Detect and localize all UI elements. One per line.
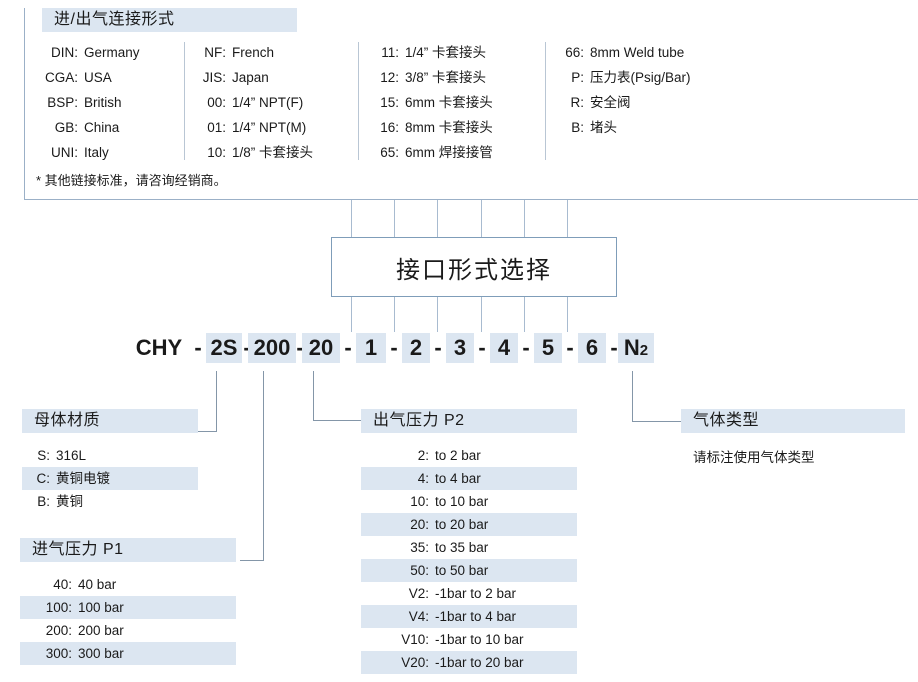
code-segment-2: 2: [402, 333, 430, 363]
code-segment-3: 3: [446, 333, 474, 363]
list-item: 35: to 35 bar: [410, 540, 489, 555]
outlet-pressure-block: 出气压力 P2 2: to 2 bar 4: to 4 bar 10: to 1…: [361, 409, 577, 674]
code-segment-material: 2S: [206, 333, 242, 363]
tick-bottom-5: [524, 297, 525, 332]
list-item: V20: -1bar to 20 bar: [361, 651, 577, 674]
connection-type-note: * 其他链接标准，请咨询经销商。: [36, 173, 227, 188]
tick-top-3: [437, 200, 438, 237]
body-material-block: 母体材质 S: 316L C: 黄铜电镀 B: 黄铜: [22, 409, 198, 513]
list-item: S: 316L: [37, 448, 87, 463]
inlet-pressure-block: 进气压力 P1 40: 40 bar 100: 100 bar 200: 200…: [20, 538, 236, 665]
list-item: 2: to 2 bar: [417, 448, 481, 463]
code-dash-8: -: [522, 335, 530, 360]
list-item: 10: to 10 bar: [410, 494, 489, 509]
code-segment-1: 1: [356, 333, 386, 363]
list-item: 40: 40 bar: [53, 577, 117, 592]
code-segment-4: 4: [490, 333, 518, 363]
list-item: 16: 8mm 卡套接头: [380, 120, 493, 135]
list-item: 20: to 20 bar: [361, 513, 577, 536]
list-item: V10: -1bar to 10 bar: [401, 632, 524, 647]
list-item: NF: French: [204, 45, 275, 60]
panel-column-ferrules: 11: 1/4” 卡套接头 12: 3/8” 卡套接头 15: 6mm 卡套接头…: [375, 40, 545, 165]
tick-bottom-6: [567, 297, 568, 332]
code-dash-4: -: [344, 335, 352, 360]
list-item: B: 黄铜: [37, 494, 83, 509]
panel-divider-3: [545, 42, 546, 160]
tick-bottom-1: [351, 297, 352, 332]
outlet-pressure-title: 出气压力 P2: [361, 409, 577, 433]
code-segment-gas: N2: [618, 333, 654, 363]
list-item: P: 压力表(Psig/Bar): [571, 70, 691, 85]
list-item: CGA: USA: [44, 70, 112, 85]
panel-divider-2: [358, 42, 359, 160]
gas-type-title: 气体类型: [681, 409, 905, 433]
list-item: 00: 1/4” NPT(F): [207, 95, 304, 110]
tick-top-6: [567, 200, 568, 237]
inlet-pressure-title: 进气压力 P1: [20, 538, 236, 562]
list-item: 12: 3/8” 卡套接头: [380, 70, 487, 85]
code-segment-p2: 20: [302, 333, 340, 363]
list-item: GB: China: [54, 120, 120, 135]
tick-top-2: [394, 200, 395, 237]
code-dash-1: -: [194, 335, 202, 360]
list-item: 300: 300 bar: [20, 642, 236, 665]
list-item: BSP: British: [47, 95, 122, 110]
list-item: JIS: Japan: [202, 70, 269, 85]
panel-divider-1: [184, 42, 185, 160]
list-item: B: 堵头: [571, 120, 617, 135]
tick-top-5: [524, 200, 525, 237]
list-item: 01: 1/4” NPT(M): [207, 120, 307, 135]
list-item: R: 安全阀: [570, 95, 631, 110]
code-segment-5: 5: [534, 333, 562, 363]
code-dash-7: -: [478, 335, 486, 360]
code-dash-2: -: [243, 335, 251, 360]
code-segment-prefix: CHY: [135, 335, 183, 360]
connection-type-panel: [24, 8, 918, 200]
list-item: 100: 100 bar: [20, 596, 236, 619]
list-item: 11: 1/4” 卡套接头: [381, 45, 487, 60]
product-code-row: CHY - 2S - 200 - 20 - 1 - 2 - 3 - 4 - 5 …: [0, 333, 918, 371]
list-item: 15: 6mm 卡套接头: [380, 95, 493, 110]
tick-top-1: [351, 200, 352, 237]
list-item: 10: 1/8” 卡套接头: [207, 145, 314, 160]
tick-bottom-2: [394, 297, 395, 332]
connection-type-title: 进/出气连接形式: [42, 8, 297, 32]
panel-column-standards: DIN: Germany CGA: USA BSP: British GB: C…: [36, 40, 176, 165]
code-dash-9: -: [566, 335, 574, 360]
code-dash-3: -: [296, 335, 304, 360]
code-dash-5: -: [390, 335, 398, 360]
panel-column-accessories: 66: 8mm Weld tube P: 压力表(Psig/Bar) R: 安全…: [560, 40, 760, 140]
list-item: 65: 6mm 焊接接管: [380, 145, 493, 160]
panel-column-threads: NF: French JIS: Japan 00: 1/4” NPT(F) 01…: [200, 40, 360, 165]
gas-type-block: 气体类型 请标注使用气体类型: [681, 409, 905, 469]
list-item: 50: to 50 bar: [361, 559, 577, 582]
code-segment-p1: 200: [248, 333, 296, 363]
list-item: V2: -1bar to 2 bar: [408, 586, 517, 601]
code-dash-6: -: [434, 335, 442, 360]
list-item: C: 黄铜电镀: [22, 467, 198, 490]
list-item: 4: to 4 bar: [361, 467, 577, 490]
tick-bottom-4: [481, 297, 482, 332]
interface-selection-label: 接口形式选择: [396, 256, 552, 284]
list-item: 200: 200 bar: [45, 623, 124, 638]
list-item: 66: 8mm Weld tube: [565, 45, 685, 60]
list-item: V4: -1bar to 4 bar: [361, 605, 577, 628]
list-item: UNI: Italy: [51, 145, 109, 160]
body-material-title: 母体材质: [22, 409, 198, 433]
tick-top-4: [481, 200, 482, 237]
interface-selection-box: 接口形式选择: [331, 237, 617, 297]
code-dash-10: -: [610, 335, 618, 360]
list-item: DIN: Germany: [51, 45, 140, 60]
tick-bottom-3: [437, 297, 438, 332]
gas-type-note: 请标注使用气体类型: [693, 450, 815, 465]
code-segment-6: 6: [578, 333, 606, 363]
